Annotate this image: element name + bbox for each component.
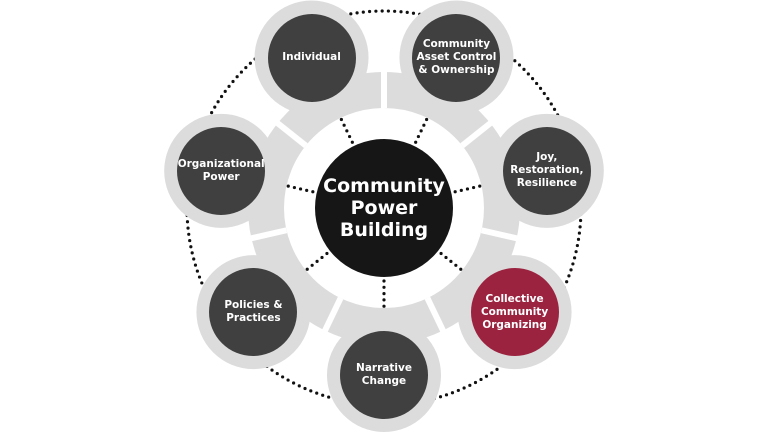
node-policies-practices: Policies & Practices [209,268,298,357]
node-narrative-change: Narrative Change [340,331,428,419]
dotted-spoke [304,251,329,272]
node-joy-restoration-resilience: Joy, Restoration, Resilience [502,126,591,215]
node-collective-community-organizing: Collective Community Organizing [470,268,559,357]
segment-gap [264,112,308,148]
segment-gap [316,296,344,345]
node-individual: Individual [267,13,356,102]
node-organizational-power: Organizational Power [177,126,266,215]
node-community-asset-control-ownership: Community Asset Control & Ownership [412,13,501,102]
segment-gap [460,112,504,148]
dotted-spoke [453,184,484,194]
dotted-spoke [414,116,429,144]
dotted-spoke [284,184,315,194]
segment-gap [424,296,452,345]
center-node-community-power-building: Community Power Building [315,139,453,277]
dotted-spoke [339,116,354,144]
segment-gap [480,227,531,245]
segment-gap [237,227,288,245]
dotted-spoke [439,251,464,272]
